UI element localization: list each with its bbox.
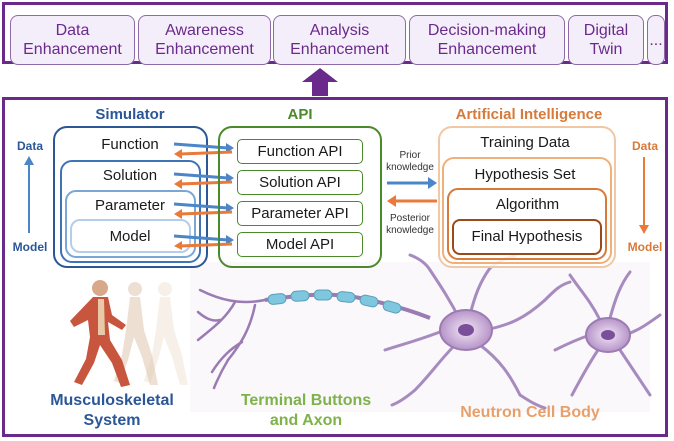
- hypothesis-set-box: [442, 157, 612, 264]
- enhancement-bar: Data Enhancement Awareness Enhancement A…: [2, 2, 668, 65]
- digital-twin-box: Digital Twin: [568, 15, 644, 65]
- up-arrow-icon: [302, 68, 338, 96]
- musculoskeletal-caption: Musculoskeletal System: [50, 392, 174, 429]
- ai-axis-data-label: Data: [631, 139, 658, 153]
- ai-box: [438, 126, 616, 268]
- simulator-parameter-box: [65, 190, 196, 258]
- simulator-box: [53, 126, 208, 268]
- simulator-axis-model-label: Model: [12, 240, 48, 254]
- simulator-up-arrow-icon: [24, 156, 34, 233]
- hypothesis-set-label: Hypothesis Set: [474, 166, 576, 183]
- more-box: ...: [647, 15, 665, 65]
- terminal-buttons-caption: Terminal Buttons and Axon: [240, 392, 372, 429]
- ai-down-arrow-icon: [639, 157, 649, 234]
- simulator-axis-data-label: Data: [16, 139, 43, 153]
- ai-axis-model-label: Model: [627, 240, 663, 254]
- main-diagram-frame: [2, 97, 668, 437]
- simulator-model-label: Model: [109, 228, 151, 245]
- decision-making-enhancement-box: Decision-making Enhancement: [409, 15, 565, 65]
- simulator-solution-box: [60, 160, 201, 263]
- training-data-label: Training Data: [480, 134, 570, 151]
- knowledge-arrows: [387, 177, 437, 207]
- api-box: [218, 126, 382, 268]
- posterior-knowledge-label: Posterior knowledge: [386, 213, 434, 236]
- simulator-title: Simulator: [95, 106, 165, 123]
- algorithm-label: Algorithm: [495, 196, 560, 213]
- simulator-parameter-label: Parameter: [94, 197, 166, 214]
- ai-title: Artificial Intelligence: [455, 106, 603, 123]
- prior-knowledge-label: Prior knowledge: [386, 150, 434, 173]
- algorithm-box: [447, 188, 607, 260]
- solution-api-box: Solution API: [237, 170, 363, 195]
- musculoskeletal-illustration: [70, 280, 188, 387]
- simulator-function-label: Function: [101, 136, 159, 153]
- simulator-solution-label: Solution: [102, 167, 158, 184]
- function-api-box: Function API: [237, 139, 363, 164]
- parameter-api-box: Parameter API: [237, 201, 363, 226]
- awareness-enhancement-box: Awareness Enhancement: [138, 15, 271, 65]
- model-api-box: Model API: [237, 232, 363, 257]
- neuron-cell-body-caption: Neutron Cell Body: [460, 404, 600, 421]
- data-enhancement-box: Data Enhancement: [10, 15, 135, 65]
- api-title: API: [287, 106, 313, 123]
- final-hypothesis-box: Final Hypothesis: [452, 219, 602, 255]
- analysis-enhancement-box: Analysis Enhancement: [273, 15, 406, 65]
